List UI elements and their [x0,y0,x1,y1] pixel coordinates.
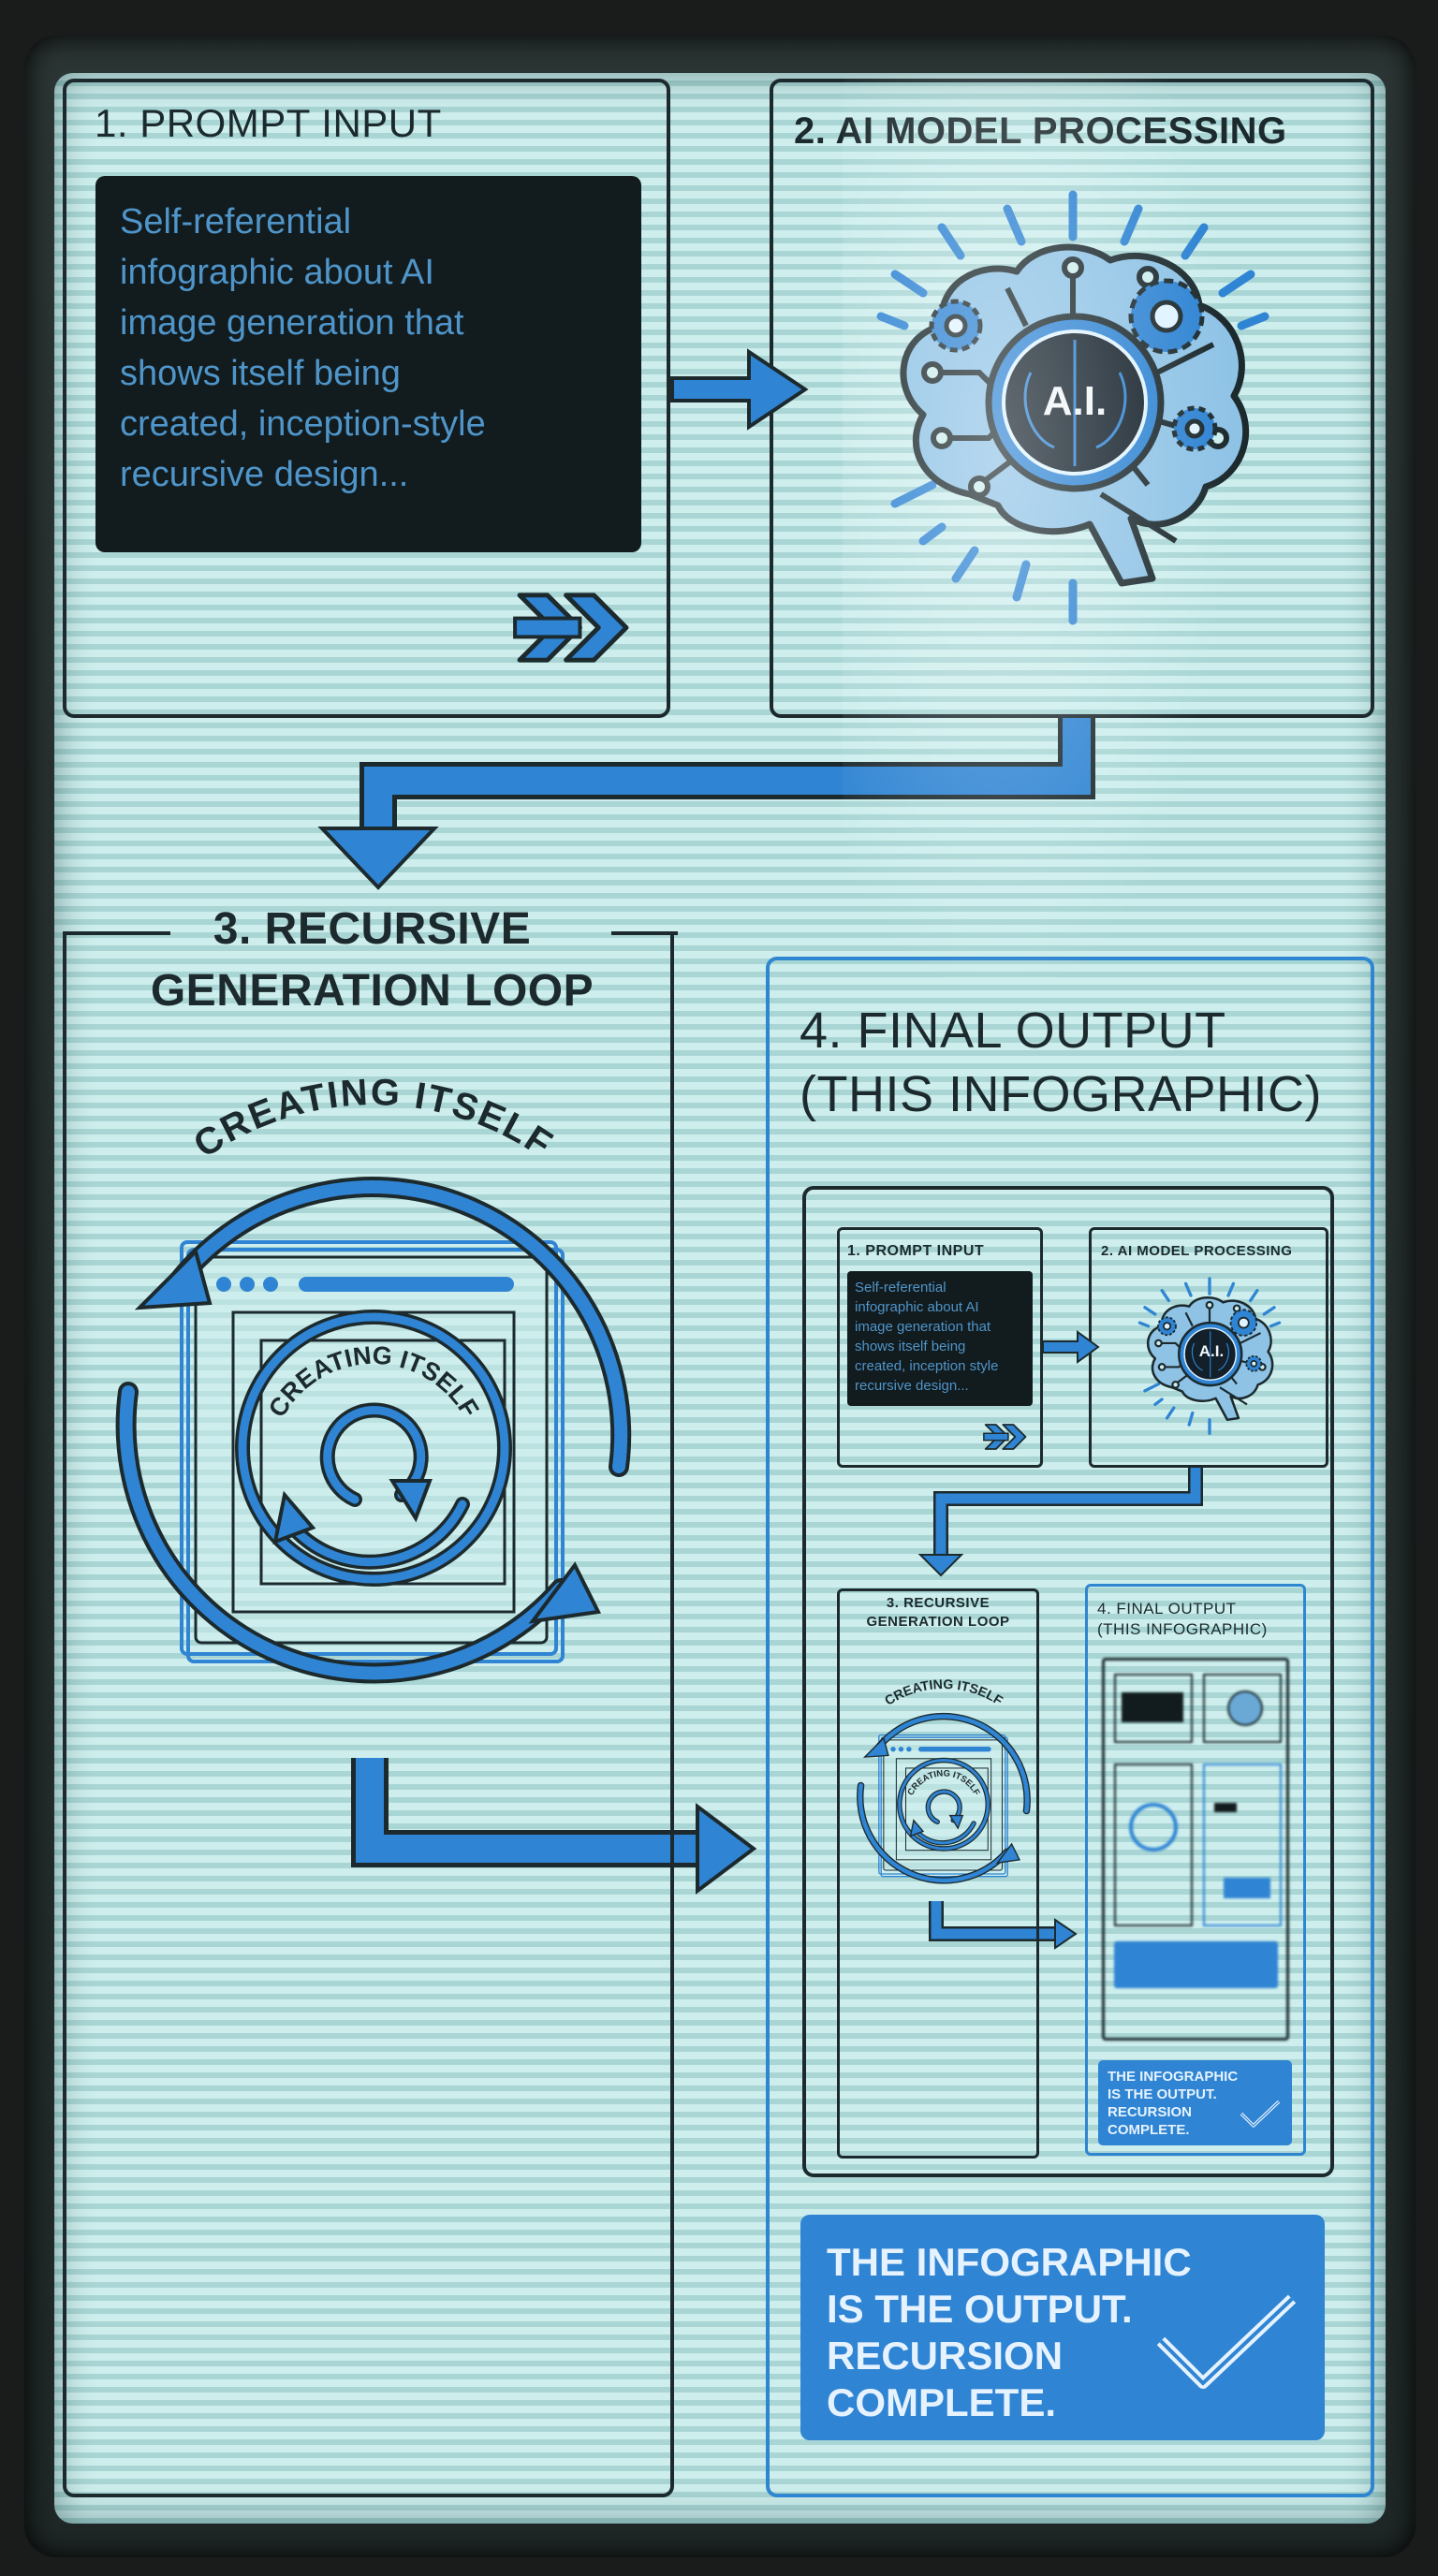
panel-prompt-input: 1. PROMPT INPUT Self-referential infogra… [63,79,670,718]
prompt-line: Self-referential [120,202,352,242]
recursive-loop-graphic: CREATING ITSELF CREATING ITSELF [74,1072,673,1729]
completion-line: COMPLETE. [827,2380,1057,2424]
prompt-line: created, inception-style [120,404,486,444]
mini-panel [1114,1764,1193,1926]
arrow-prompt-to-model [670,348,809,431]
completion-line: THE INFOGRAPHIC [827,2240,1192,2284]
panel-title: 1. PROMPT INPUT [95,101,442,145]
prompt-line: infographic about AI [120,253,434,292]
nested-panel-recursive-loop: 3. RECURSIVE GENERATION LOOP CREATING IT… [837,1588,1039,2159]
panel-title: 1. PROMPT INPUT [847,1243,985,1259]
recursive-loop-graphic: CREATING ITSELF CREATING ITSELF [843,1677,1045,1899]
panel-title: 3. RECURSIVE [213,904,532,954]
mini-panel [1203,1674,1282,1743]
prompt-line: infographic about AI [855,1299,979,1315]
arrow-loop-to-output [351,1758,757,1895]
arc-label: CREATING ITSELF [186,1072,558,1166]
mini-panel [1203,1764,1282,1926]
completion-line: IS THE OUTPUT. [827,2287,1133,2331]
panel-title: 4. FINAL OUTPUT [1097,1600,1237,1617]
prompt-input-field[interactable]: Self-referential infographic about AI im… [95,176,641,552]
panel-title: GENERATION LOOP [150,966,594,1016]
prompt-line: recursive design... [855,1378,969,1394]
panel-title: 4. FINAL OUTPUT [800,1003,1226,1059]
panel-title: GENERATION LOOP [866,1614,1010,1630]
prompt-line: created, inception style [855,1358,999,1374]
nested-panel-prompt-input: 1. PROMPT INPUT Self-referential infogra… [837,1227,1043,1468]
svg-text:CREATING ITSELF: CREATING ITSELF [882,1677,1005,1709]
panel-title: 2. AI MODEL PROCESSING [794,110,1287,152]
panel-border [611,931,678,935]
panel-title: (THIS INFOGRAPHIC) [1097,1620,1268,1638]
panel-recursive-loop: 3. RECURSIVE GENERATION LOOP CREATING IT… [63,904,678,2497]
prompt-line: Self-referential [855,1280,946,1295]
nested-infographic-level-2 [1102,1658,1289,2041]
completion-line: IS THE OUTPUT. [1108,2086,1217,2102]
ai-badge: A.I. [1042,378,1108,424]
completion-banner: THE INFOGRAPHIC IS THE OUTPUT. RECURSION… [800,2215,1325,2440]
nested-flow-arrows [917,1330,1203,1950]
checkmark-icon [1152,2290,1301,2393]
panel-title: (THIS INFOGRAPHIC) [800,1066,1322,1122]
panel-title: 3. RECURSIVE [886,1595,990,1611]
checkmark-icon [1240,2100,1281,2128]
prompt-line: shows itself being [120,354,401,393]
completion-line: COMPLETE. [1108,2122,1190,2138]
prompt-line: image generation that [120,303,464,343]
arc-label: CREATING ITSELF [882,1677,1005,1709]
nested-prompt-box: Self-referential infographic about AI im… [847,1271,1033,1406]
prompt-line: shows itself being [855,1339,966,1354]
nested-infographic: 1. PROMPT INPUT Self-referential infogra… [802,1186,1334,2177]
nested-completion-banner: THE INFOGRAPHIC IS THE OUTPUT. RECURSION… [1098,2060,1292,2145]
mini-output [1114,1941,1278,1988]
panel-title: 2. AI MODEL PROCESSING [1101,1243,1293,1259]
panel-final-output: 4. FINAL OUTPUT (THIS INFOGRAPHIC) 1. PR… [766,957,1374,2497]
svg-text:CREATING ITSELF: CREATING ITSELF [186,1072,560,1166]
prompt-line: recursive design... [120,455,409,494]
panel-border [63,931,170,935]
completion-line: THE INFOGRAPHIC [1108,2069,1239,2085]
completion-line: RECURSION [1108,2104,1193,2120]
completion-line: RECURSION [827,2334,1064,2378]
arrow-model-to-loop [317,718,1095,890]
mini-panel [1114,1674,1193,1743]
nested-panel-final-output: 4. FINAL OUTPUT (THIS INFOGRAPHIC) THE I… [1085,1584,1306,2156]
ai-badge: A.I. [1198,1342,1225,1360]
prompt-line: image generation that [855,1319,991,1335]
